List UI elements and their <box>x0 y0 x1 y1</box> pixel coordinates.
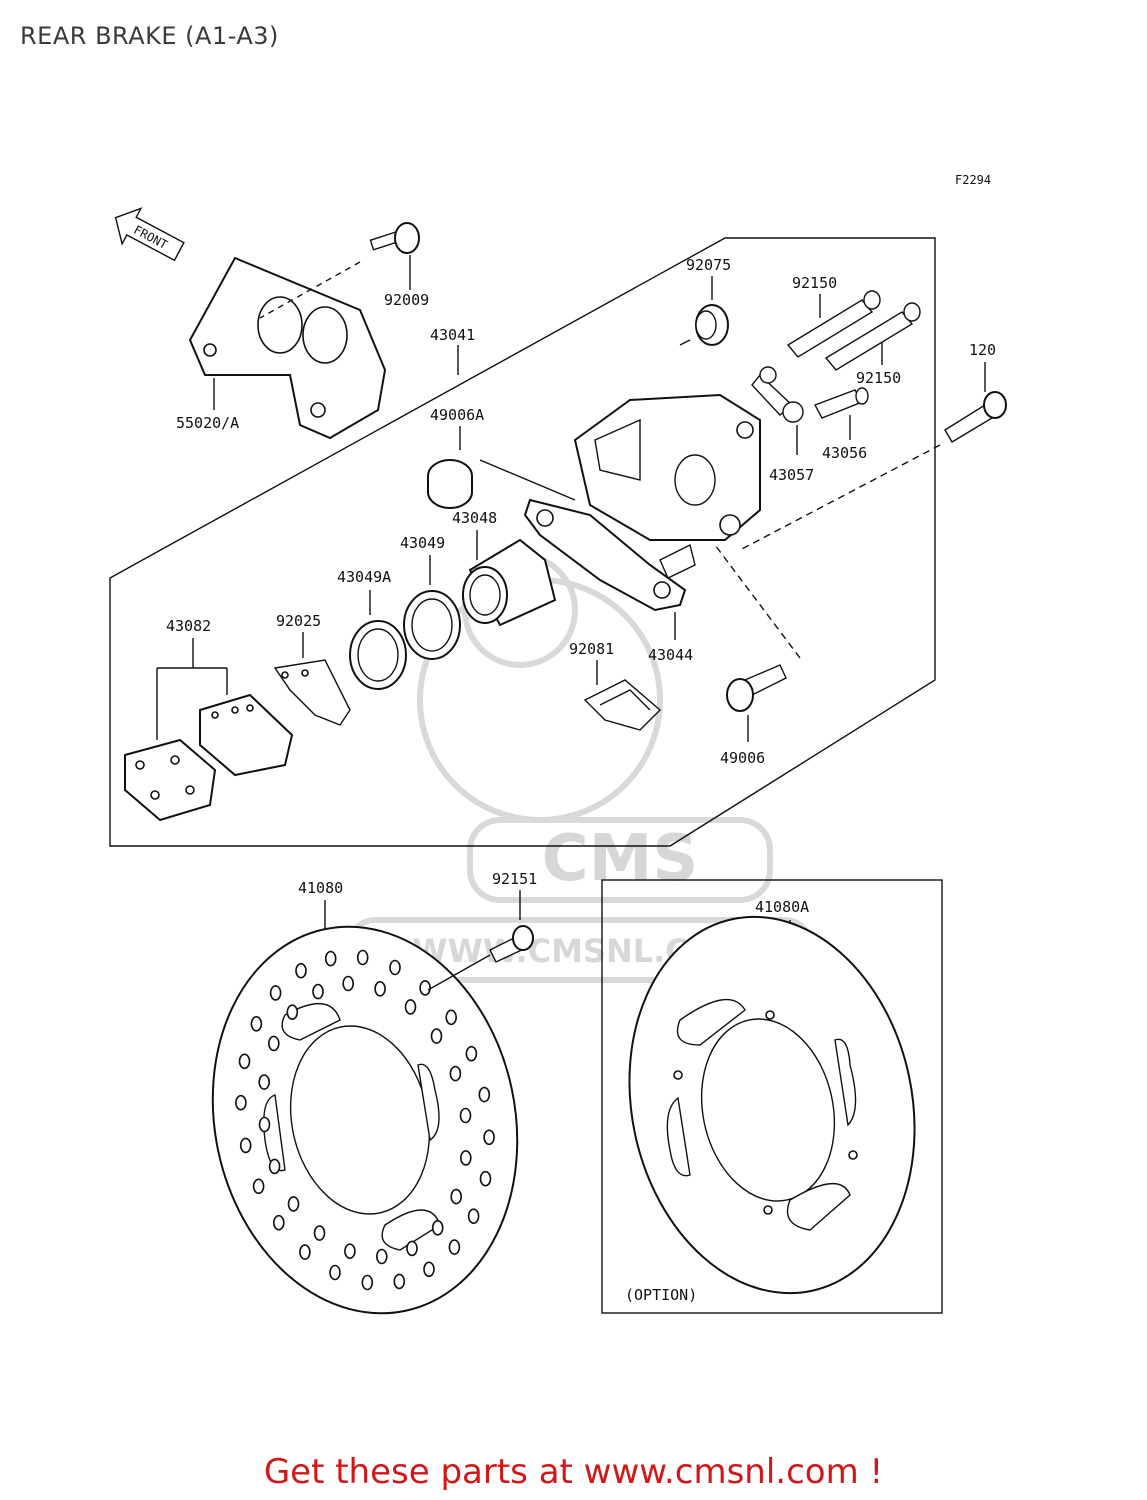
disc-hole <box>431 1220 444 1236</box>
disc-hole <box>361 1274 374 1291</box>
label-41080a: 41080A <box>755 898 809 916</box>
disc-hole <box>445 1009 458 1026</box>
disc-hole <box>268 1158 281 1175</box>
disc-hole <box>430 1028 443 1044</box>
bolt-92151 <box>489 925 534 963</box>
disc-hole <box>287 1196 300 1212</box>
bolt-49006 <box>726 664 787 712</box>
disc-hole <box>448 1239 461 1255</box>
bolt-120 <box>944 391 1007 443</box>
label-49006: 49006 <box>720 749 765 767</box>
disc-hole <box>235 1094 247 1111</box>
label-92150-top: 92150 <box>792 274 837 292</box>
disc-hole <box>239 1137 252 1154</box>
disc-hole <box>258 1116 271 1133</box>
disc-hole <box>483 1129 495 1146</box>
disc-hole <box>465 1045 478 1062</box>
pin-92150-a <box>786 290 881 358</box>
label-92151: 92151 <box>492 870 537 888</box>
disc-hole <box>250 1015 263 1032</box>
label-55020: 55020/A <box>176 414 239 432</box>
option-label: (OPTION) <box>625 1286 697 1304</box>
front-arrow-icon: FRONT <box>114 207 185 262</box>
watermark-logo: CMS <box>542 822 699 896</box>
holder-43044 <box>523 498 696 612</box>
label-49006a: 49006A <box>430 406 484 424</box>
label-43082: 43082 <box>166 617 211 635</box>
brake-disc-41080a <box>628 915 916 1295</box>
disc-hole <box>258 1074 271 1090</box>
disc-hole <box>374 980 386 997</box>
label-92081: 92081 <box>569 640 614 658</box>
label-43049a: 43049A <box>337 568 391 586</box>
pin-92150-b <box>824 302 921 371</box>
label-43044: 43044 <box>648 646 693 664</box>
label-120: 120 <box>969 341 996 359</box>
disc-hole <box>299 1244 311 1260</box>
disc-hole <box>269 985 282 1001</box>
label-41080: 41080 <box>298 879 343 897</box>
disc-hole <box>478 1086 491 1103</box>
disc-hole <box>406 1240 418 1257</box>
pad-spring-92025 <box>273 659 351 726</box>
disc-hole <box>238 1053 251 1070</box>
label-92075: 92075 <box>686 256 731 274</box>
page-title: REAR BRAKE (A1-A3) <box>20 22 279 50</box>
bleeder-cap-43057 <box>751 366 804 423</box>
brake-pad-front <box>124 738 217 822</box>
disc-hole <box>393 1273 406 1290</box>
disc-hole <box>356 949 369 966</box>
disc-hole <box>459 1150 472 1166</box>
seal-43049 <box>403 590 461 660</box>
label-43056: 43056 <box>822 444 867 462</box>
disc-hole <box>252 1178 265 1195</box>
boot-92075 <box>695 304 729 346</box>
piston-43048 <box>462 538 557 627</box>
figure-code: F2294 <box>955 173 991 187</box>
disc-hole <box>479 1170 492 1187</box>
label-43049: 43049 <box>400 534 445 552</box>
disc-hole <box>389 959 401 976</box>
disc-hole <box>419 980 431 996</box>
brake-disc-41080 <box>211 925 519 1315</box>
disc-hole <box>324 950 337 967</box>
disc-hole <box>295 962 307 979</box>
disc-hole <box>459 1107 472 1124</box>
label-92150-bottom: 92150 <box>856 369 901 387</box>
seal-43049a <box>349 620 407 690</box>
disc-hole <box>344 1243 356 1259</box>
disc-hole <box>450 1188 463 1205</box>
label-43041: 43041 <box>430 326 475 344</box>
disc-hole <box>329 1264 341 1281</box>
bolt-92009 <box>369 222 420 254</box>
mounting-bracket <box>188 256 387 440</box>
label-43057: 43057 <box>769 466 814 484</box>
brake-pad-rear <box>199 693 294 777</box>
option-box <box>601 879 943 1314</box>
boot-49006a <box>427 459 473 509</box>
disc-hole <box>423 1261 435 1278</box>
disc-hole <box>375 1248 388 1265</box>
disc-hole <box>267 1035 280 1052</box>
label-92025: 92025 <box>276 612 321 630</box>
footer-cta-link[interactable]: Get these parts at www.cmsnl.com ! <box>263 1452 884 1492</box>
disc-hole <box>404 999 417 1015</box>
disc-hole <box>467 1208 480 1224</box>
disc-hole <box>272 1214 285 1231</box>
disc-hole <box>342 975 355 992</box>
caliper-body <box>573 393 761 541</box>
disc-hole <box>312 983 324 1000</box>
label-92009: 92009 <box>384 291 429 309</box>
disc-hole <box>313 1225 326 1241</box>
pad-spring-92081 <box>583 679 662 731</box>
disc-holes <box>235 949 495 1291</box>
bleeder-valve-43056 <box>814 387 869 419</box>
disc-hole <box>286 1004 299 1021</box>
disc-hole <box>449 1065 462 1082</box>
label-43048: 43048 <box>452 509 497 527</box>
caliper-assembly-frame <box>109 237 936 847</box>
